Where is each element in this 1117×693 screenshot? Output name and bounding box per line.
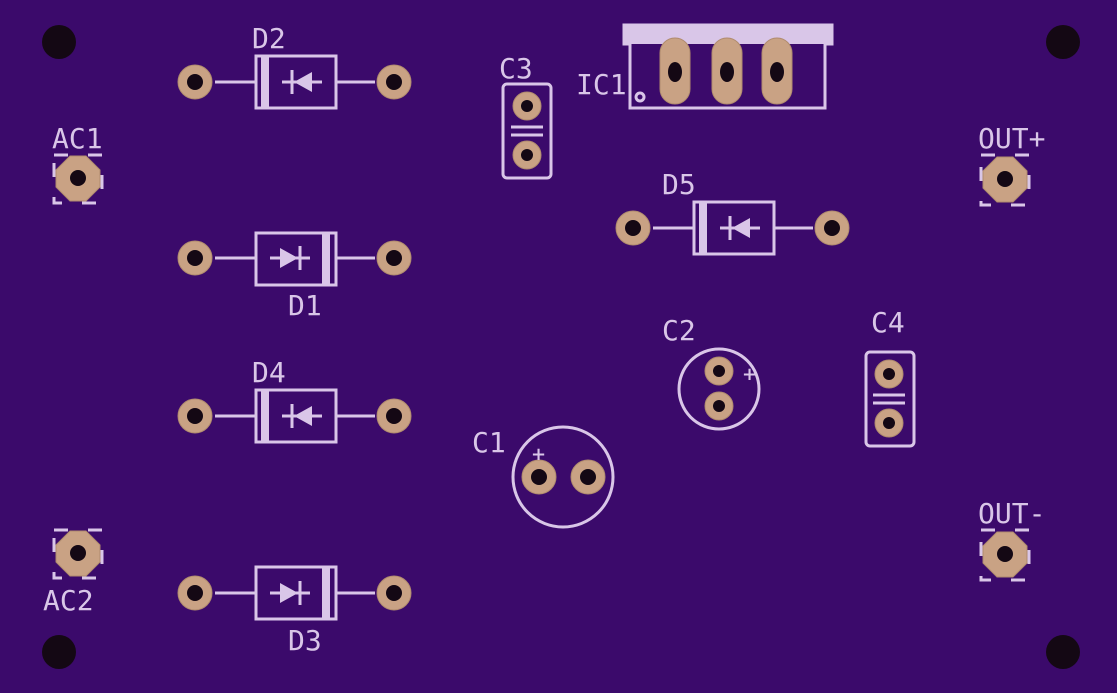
label-c4: C4 bbox=[871, 306, 905, 339]
polarity-mark-c2: + bbox=[742, 364, 757, 385]
label-ac1: AC1 bbox=[52, 122, 103, 155]
label-ac2: AC2 bbox=[43, 584, 94, 617]
label-d2: D2 bbox=[252, 22, 286, 55]
terminal-ac2: AC2 bbox=[43, 528, 104, 617]
mounting-hole-top-left bbox=[42, 25, 76, 59]
capacitor-c2: + C2 bbox=[662, 314, 761, 431]
mounting-hole-bottom-left bbox=[42, 635, 76, 669]
diode-d4: D4 bbox=[177, 356, 412, 444]
label-c2: C2 bbox=[662, 314, 696, 347]
diode-d3: D3 bbox=[177, 565, 412, 657]
label-d4: D4 bbox=[252, 356, 286, 389]
diode-d1: D1 bbox=[177, 231, 412, 322]
terminal-out-minus: OUT- bbox=[978, 497, 1045, 582]
label-ic1: IC1 bbox=[576, 68, 627, 101]
label-d5: D5 bbox=[662, 168, 696, 201]
mounting-hole-bottom-right bbox=[1046, 635, 1080, 669]
label-out-plus: OUT+ bbox=[978, 122, 1045, 155]
regulator-ic1: IC1 bbox=[576, 23, 834, 110]
label-c1: C1 bbox=[472, 426, 506, 459]
label-c3: C3 bbox=[499, 52, 533, 85]
capacitor-c1: + C1 bbox=[472, 425, 615, 529]
terminal-out-plus: OUT+ bbox=[978, 122, 1045, 207]
diode-d2: D2 bbox=[177, 22, 412, 110]
terminal-ac1: AC1 bbox=[52, 122, 104, 205]
label-out-minus: OUT- bbox=[978, 497, 1045, 530]
mounting-hole-top-right bbox=[1046, 25, 1080, 59]
diode-d5: D5 bbox=[615, 168, 850, 256]
capacitor-c3: C3 bbox=[499, 52, 553, 180]
label-d1: D1 bbox=[288, 289, 322, 322]
label-d3: D3 bbox=[288, 624, 322, 657]
polarity-mark-c1: + bbox=[531, 444, 546, 465]
capacitor-c4: C4 bbox=[864, 306, 916, 448]
